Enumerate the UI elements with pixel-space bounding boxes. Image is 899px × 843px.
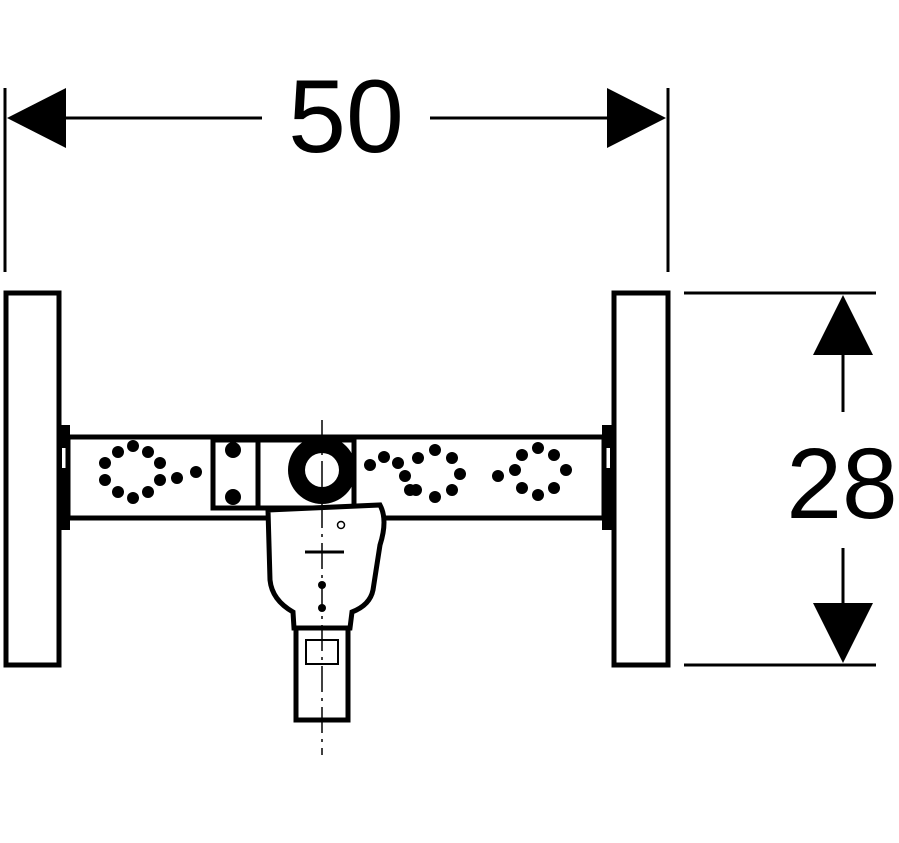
width-arrow-right: [607, 88, 666, 148]
height-dimension-label: 28: [786, 428, 897, 540]
width-arrow-left: [7, 88, 66, 148]
siphon-marker: [336, 520, 346, 530]
height-dimension: 28: [684, 291, 898, 667]
right-bracket-notch: [605, 448, 610, 468]
height-arrow-bottom: [813, 603, 873, 663]
block-dot: [225, 442, 241, 458]
width-dimension-label: 50: [288, 59, 404, 175]
perforation-right: [364, 442, 572, 503]
left-bracket-notch: [62, 448, 67, 468]
width-dimension: 50: [3, 59, 670, 272]
block-dot: [225, 489, 241, 505]
left-upright: [3, 290, 62, 668]
perforation-left: [99, 440, 202, 504]
siphon-body: [265, 502, 387, 631]
height-arrow-top: [813, 295, 873, 355]
right-upright: [611, 290, 671, 668]
